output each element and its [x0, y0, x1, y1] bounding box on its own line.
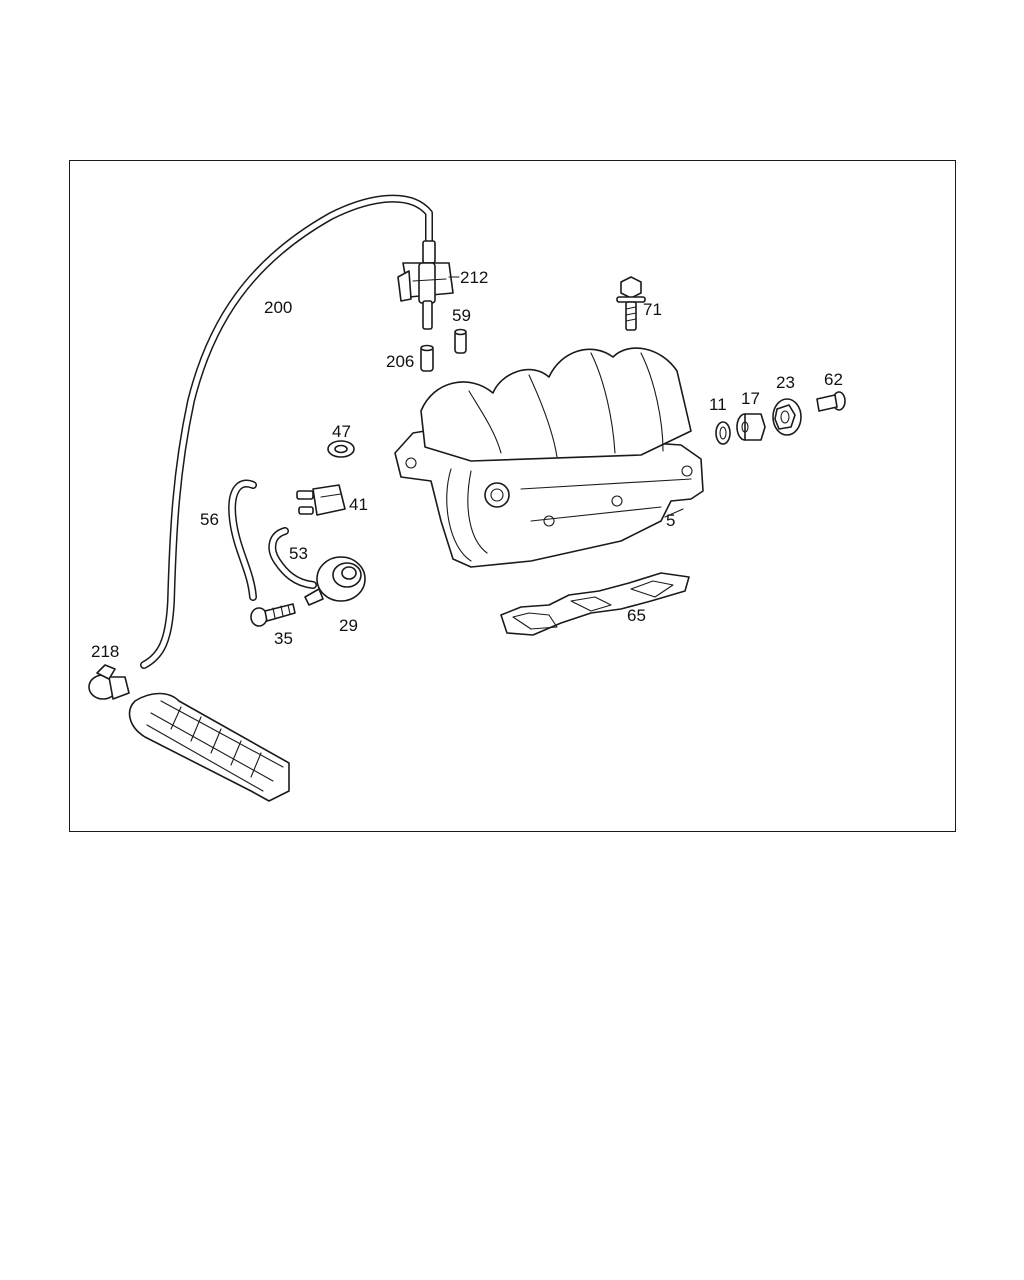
part-17-fitting[interactable]	[736, 413, 766, 441]
callout-35: 35	[274, 629, 293, 648]
part-29-actuator[interactable]	[304, 556, 366, 606]
part-206-sleeve[interactable]	[420, 344, 434, 372]
callout-212: 212	[460, 268, 488, 287]
intake-duct-housing	[128, 692, 290, 802]
callout-17: 17	[741, 389, 760, 408]
callout-71: 71	[643, 300, 662, 319]
part-53-hose[interactable]	[268, 527, 317, 589]
leader-lines	[448, 276, 684, 518]
callout-29: 29	[339, 616, 358, 635]
callout-218: 218	[91, 642, 119, 661]
diagram-frame: 200 212 59 206 71 47 11 17 23 62 41 56 5…	[69, 160, 956, 832]
part-212-valve-bracket[interactable]	[397, 240, 454, 330]
callout-200: 200	[264, 298, 292, 317]
part-35-screw[interactable]	[250, 603, 296, 627]
callout-59: 59	[452, 306, 471, 325]
part-218-connector[interactable]	[88, 664, 130, 700]
part-11-o-ring[interactable]	[715, 421, 731, 445]
part-47-seal[interactable]	[327, 440, 355, 458]
callout-11: 11	[709, 395, 727, 414]
callout-56: 56	[200, 510, 219, 529]
callout-41: 41	[349, 495, 368, 514]
callout-23: 23	[776, 373, 795, 392]
part-41-valve[interactable]	[296, 484, 346, 516]
part-56-hose[interactable]	[228, 479, 257, 601]
part-23-nut[interactable]	[772, 398, 802, 436]
part-5-intake-manifold[interactable]	[394, 347, 704, 568]
callout-47: 47	[332, 422, 351, 441]
part-200-vent-hose[interactable]	[140, 194, 433, 669]
part-59-sleeve[interactable]	[454, 328, 467, 354]
callout-53: 53	[289, 544, 308, 563]
callout-5: 5	[666, 511, 675, 530]
part-65-gasket[interactable]	[500, 572, 690, 636]
callout-62: 62	[824, 370, 843, 389]
part-71-bolt[interactable]	[616, 276, 646, 331]
callout-65: 65	[627, 606, 646, 625]
parts-diagram: 200 212 59 206 71 47 11 17 23 62 41 56 5…	[88, 194, 846, 802]
part-62-bolt[interactable]	[816, 391, 846, 412]
callout-206: 206	[386, 352, 414, 371]
